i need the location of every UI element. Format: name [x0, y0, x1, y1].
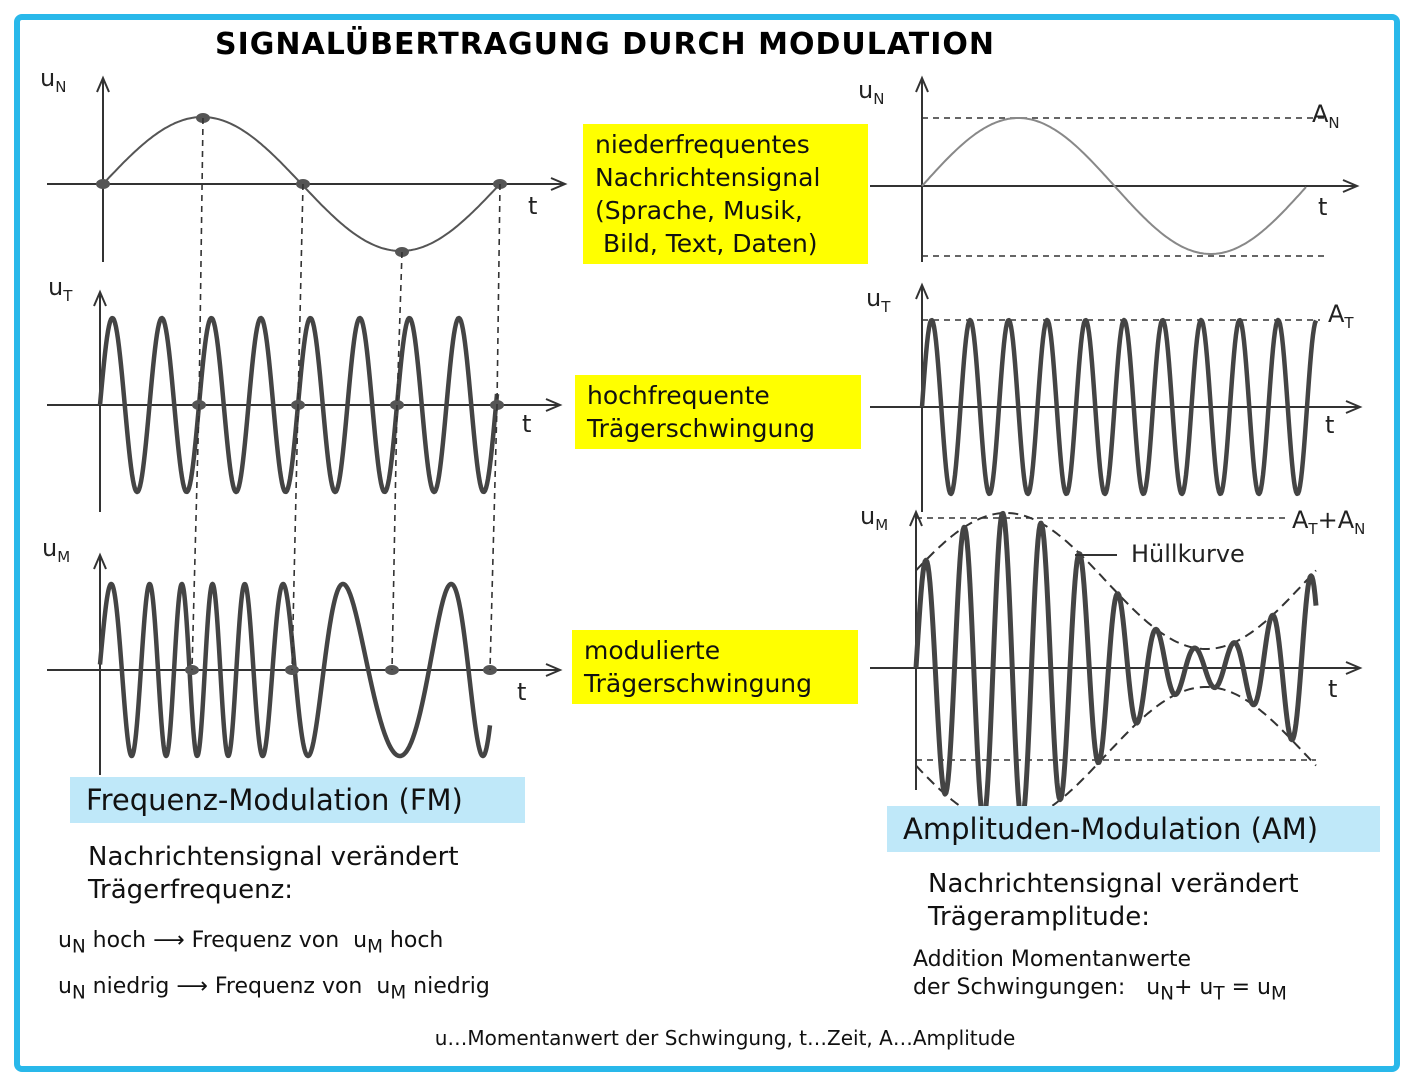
fm-proj-end-mod — [489, 404, 498, 671]
fm-proj-trough-carrier — [396, 251, 403, 406]
fm-description: Nachrichtensignal verändert Trägerfreque… — [88, 841, 459, 907]
am-carrier-t-label: t — [1325, 411, 1334, 439]
message-line-1: niederfrequentes — [595, 130, 810, 159]
fm-proj-zero-mod — [291, 404, 299, 671]
carrier-line-2: Trägerschwingung — [587, 414, 816, 443]
am-un-label: uN — [858, 76, 884, 108]
modulated-box: modulierte Trägerschwingung — [572, 630, 858, 704]
fm-rule-low: uN niedrig ⟶ Frequenz von uM niedrig — [58, 974, 490, 1004]
am-modulated-y-arrow — [909, 509, 923, 527]
fm-modulated-t-label: t — [517, 678, 526, 706]
am-atan-label: AT+AN — [1292, 506, 1365, 538]
fm-proj-end-carrier — [496, 183, 501, 406]
fm-carrier-x-arrow — [545, 398, 563, 412]
fm-proj-peak-mod — [191, 404, 200, 671]
am-um-label: uM — [860, 502, 888, 534]
am-message-t-label: t — [1318, 193, 1327, 221]
am-carrier-y-arrow — [915, 282, 929, 300]
footer-legend: u…Momentanwert der Schwingung, t…Zeit, A… — [434, 1026, 1016, 1050]
fm-msg-dot-0 — [96, 179, 110, 189]
message-line-4: Bild, Text, Daten) — [595, 229, 818, 258]
modulated-line-1: modulierte — [584, 636, 721, 665]
am-message-wave — [921, 117, 1307, 255]
am-carrier-wave — [919, 317, 1319, 497]
fm-modulated-x-arrow — [545, 663, 563, 677]
fm-proj-zero-carrier — [297, 183, 304, 406]
am-message-x-arrow — [1342, 179, 1360, 193]
page-frame — [14, 14, 1400, 1072]
am-description: Nachrichtensignal verändert Trägeramplit… — [928, 868, 1299, 934]
am-desc-line-2: Trägeramplitude: — [928, 902, 1151, 932]
fm-proj-peak-carrier — [198, 117, 204, 406]
am-message-y-arrow — [915, 75, 929, 93]
am-envelope-top — [915, 512, 1317, 650]
am-at-label: AT — [1328, 300, 1354, 332]
am-title-box: Amplituden-Modulation (AM) — [887, 806, 1380, 852]
page-title: SIGNALÜBERTRAGUNG DURCH MODULATION — [215, 27, 995, 62]
fm-ut-label: uT — [48, 273, 73, 305]
message-signal-box: niederfrequentes Nachrichtensignal (Spra… — [583, 124, 868, 264]
fm-proj-trough-mod — [391, 404, 398, 671]
fm-message-t-label: t — [528, 192, 537, 220]
fm-modulated-y-arrow — [93, 552, 107, 570]
am-addition: Addition Momentanwerte der Schwingungen:… — [913, 946, 1287, 1008]
fm-rule-high: uN hoch ⟶ Frequenz von uM hoch — [58, 928, 444, 958]
fm-message-x-arrow — [550, 177, 568, 191]
envelope-label: Hüllkurve — [1131, 540, 1245, 568]
am-addition-line-2: der Schwingungen: uN+ uT = uM — [913, 975, 1287, 1005]
am-formula: uN+ uT = uM — [1146, 975, 1287, 1005]
am-modulated-t-label: t — [1328, 675, 1337, 703]
am-desc-line-1: Nachrichtensignal verändert — [928, 869, 1299, 899]
modulated-line-2: Trägerschwingung — [584, 669, 813, 698]
fm-un-label: uN — [40, 64, 66, 96]
fm-carrier-wave — [97, 315, 500, 495]
am-ut-label: uT — [866, 284, 891, 316]
fm-desc-line-2: Trägerfrequenz: — [88, 875, 294, 905]
fm-message-y-arrow — [96, 75, 110, 93]
am-an-label: AN — [1312, 100, 1340, 132]
message-line-2: Nachrichtensignal — [595, 163, 821, 192]
carrier-box: hochfrequente Trägerschwingung — [575, 375, 861, 449]
message-line-3: (Sprache, Musik, — [595, 196, 803, 225]
am-carrier-x-arrow — [1345, 400, 1363, 414]
fm-title-box: Frequenz-Modulation (FM) — [70, 777, 525, 823]
fm-um-label: uM — [42, 534, 70, 566]
am-modulated-x-arrow — [1345, 661, 1363, 675]
am-addition-line-1: Addition Momentanwerte — [913, 947, 1191, 972]
fm-desc-line-1: Nachrichtensignal verändert — [88, 842, 459, 872]
carrier-line-1: hochfrequente — [587, 381, 770, 410]
fm-carrier-t-label: t — [522, 410, 531, 438]
fm-carrier-y-arrow — [93, 289, 107, 307]
